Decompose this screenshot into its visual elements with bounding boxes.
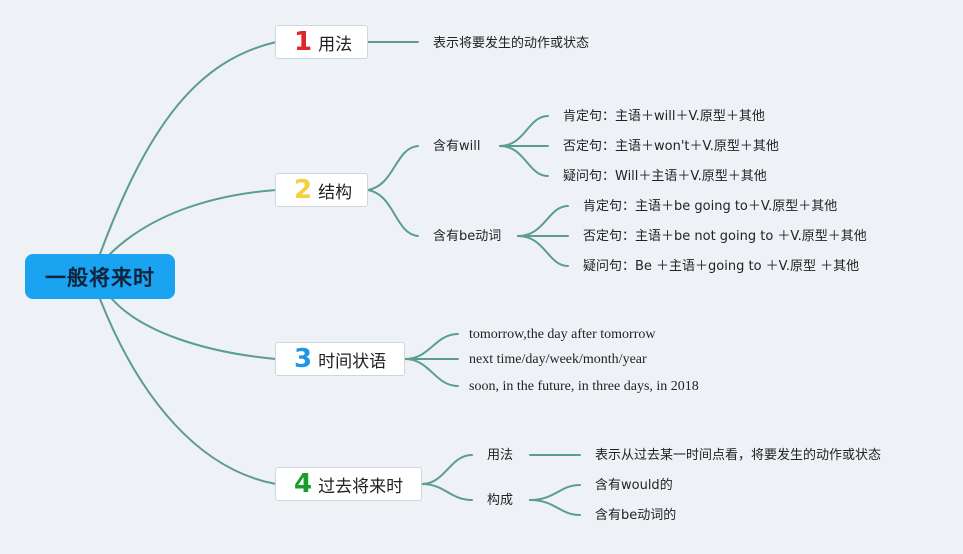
root-topic-label: 一般将来时 — [45, 265, 155, 290]
node-time-3[interactable]: soon, in the future, in three days, in 2… — [469, 379, 699, 394]
node-time-2[interactable]: next time/day/week/month/year — [469, 352, 647, 367]
link-b2-be — [367, 189, 419, 237]
branch-time-adverbials[interactable]: 3 时间状语 — [275, 342, 405, 376]
node-will-question[interactable]: 疑问句：Will＋主语＋V.原型＋其他 — [563, 169, 767, 184]
node-with-be[interactable]: 含有be动词 — [433, 229, 502, 244]
node-be-negative[interactable]: 否定句：主语＋be not going to ＋V.原型＋其他 — [583, 229, 867, 244]
node-b4-usage-desc[interactable]: 表示从过去某一时间点看，将要发生的动作或状态 — [595, 448, 882, 463]
node-with-will[interactable]: 含有will — [433, 139, 481, 154]
node-will-negative[interactable]: 否定句：主语＋won't＋V.原型＋其他 — [563, 139, 779, 154]
branch-number: 3 — [294, 344, 313, 374]
link-b4-form — [421, 483, 473, 501]
node-b4-form-be[interactable]: 含有be动词的 — [595, 508, 677, 523]
link-be-1 — [517, 205, 569, 237]
link-root-b3 — [111, 298, 277, 360]
branch-number: 2 — [294, 175, 313, 205]
node-be-affirmative[interactable]: 肯定句：主语＋be going to＋V.原型＋其他 — [583, 199, 838, 214]
link-will-1 — [499, 115, 549, 147]
node-b4-usage[interactable]: 用法 — [487, 448, 514, 463]
node-will-affirmative[interactable]: 肯定句：主语＋will＋V.原型＋其他 — [563, 109, 765, 124]
node-b4-form[interactable]: 构成 — [487, 493, 514, 508]
branch-title: 用法 — [318, 34, 353, 55]
link-form-1 — [529, 484, 581, 501]
link-b2-will — [367, 145, 419, 191]
link-be-3 — [517, 235, 569, 267]
branch-title: 时间状语 — [318, 351, 387, 372]
node-b1-c1[interactable]: 表示将要发生的动作或状态 — [433, 36, 590, 51]
link-b3-3 — [404, 358, 459, 387]
link-will-3 — [499, 145, 549, 177]
branch-number: 4 — [294, 469, 313, 499]
link-b3-1 — [404, 333, 459, 360]
link-root-b4 — [99, 298, 277, 485]
branch-structure[interactable]: 2 结构 — [275, 173, 368, 207]
branch-number: 1 — [294, 27, 313, 57]
node-be-question[interactable]: 疑问句：Be ＋主语＋going to ＋V.原型 ＋其他 — [583, 259, 860, 274]
branch-future-in-past[interactable]: 4 过去将来时 — [275, 467, 422, 501]
link-b4-usage — [421, 454, 473, 485]
root-topic[interactable]: 一般将来时 — [25, 254, 175, 299]
link-root-b2 — [109, 189, 277, 255]
link-root-b1 — [99, 41, 277, 255]
node-time-1[interactable]: tomorrow,the day after tomorrow — [469, 327, 656, 342]
branch-title: 结构 — [318, 182, 353, 203]
branch-usage[interactable]: 1 用法 — [275, 25, 368, 59]
node-b4-form-would[interactable]: 含有would的 — [595, 478, 673, 493]
link-form-2 — [529, 499, 581, 516]
branch-title: 过去将来时 — [318, 476, 404, 497]
